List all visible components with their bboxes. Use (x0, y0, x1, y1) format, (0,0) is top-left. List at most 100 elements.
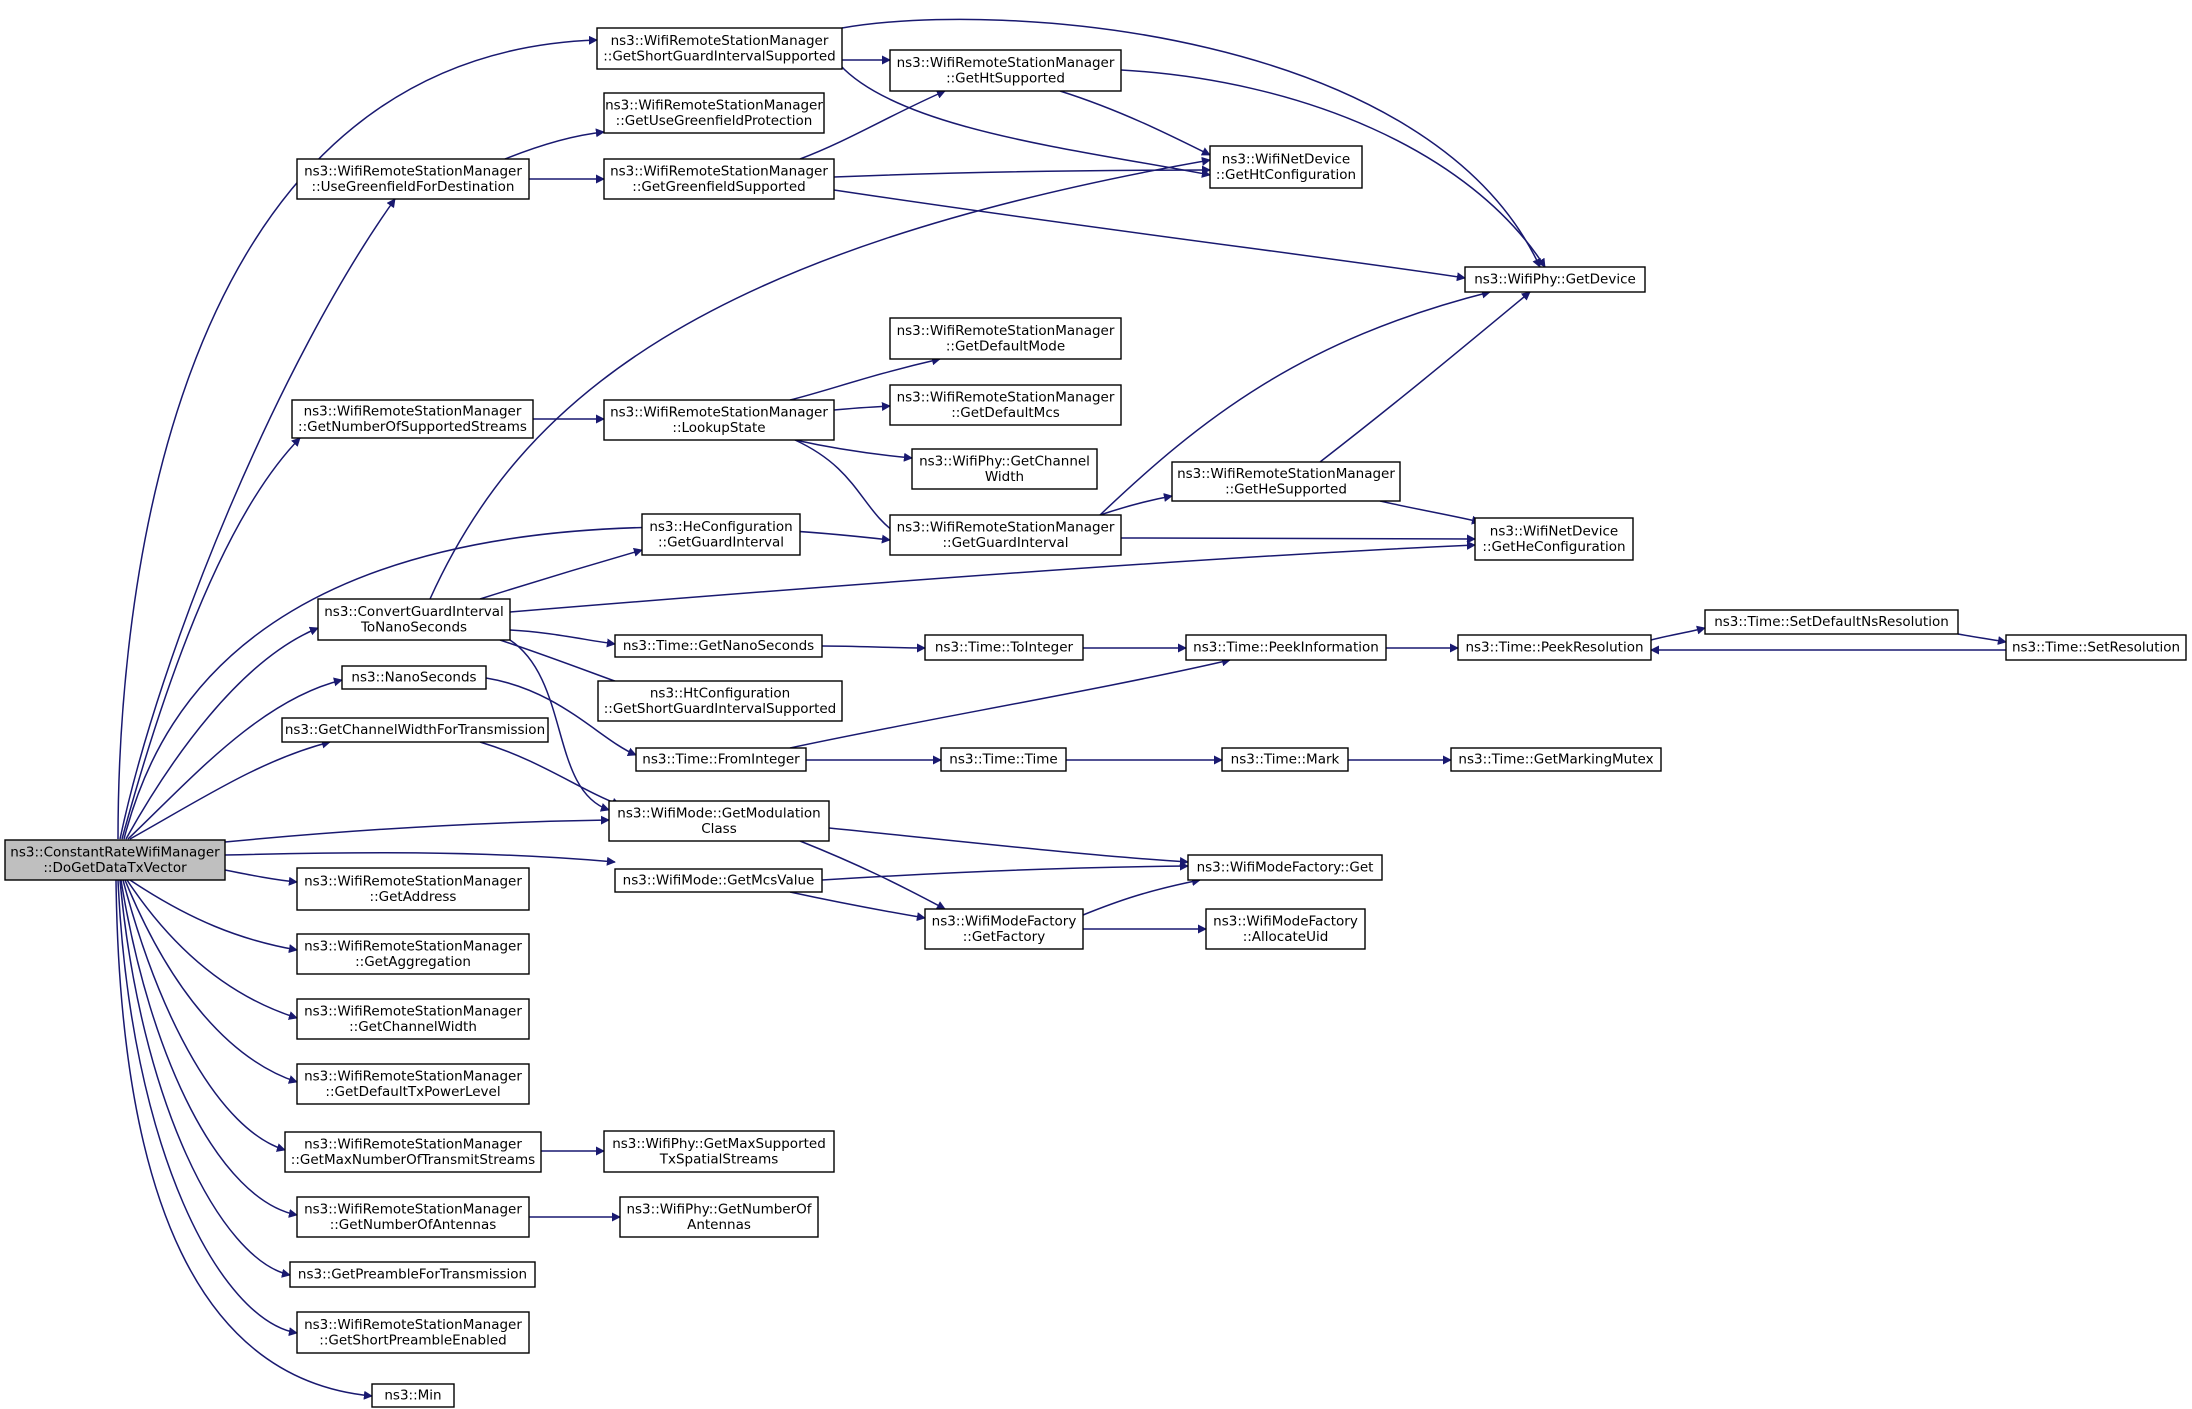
node-label: ns3::HeConfiguration (649, 519, 792, 535)
node-chw[interactable]: ns3::WifiPhy::GetChannelWidth (911, 448, 1098, 490)
node-label: ::GetHeConfiguration (1482, 539, 1625, 555)
node-defmcs[interactable]: ns3::WifiRemoteStationManager::GetDefaul… (889, 384, 1122, 426)
node-ugfd[interactable]: ns3::WifiRemoteStationManager::UseGreenf… (296, 158, 530, 200)
node-hesup[interactable]: ns3::WifiRemoteStationManager::GetHeSupp… (1171, 461, 1401, 502)
node-preamble[interactable]: ns3::GetPreambleForTransmission (289, 1261, 536, 1288)
node-label: ns3::Time::SetDefaultNsResolution (1714, 614, 1949, 630)
node-sgi[interactable]: ns3::WifiRemoteStationManager::GetShortG… (596, 27, 843, 70)
node-box (284, 1131, 542, 1173)
node-gfsup[interactable]: ns3::WifiRemoteStationManager::GetGreenf… (603, 158, 835, 200)
node-label: ns3::WifiRemoteStationManager (605, 97, 823, 113)
node-label: ns3::WifiRemoteStationManager (897, 55, 1115, 71)
node-box (619, 1196, 819, 1238)
node-mcsval[interactable]: ns3::WifiMode::GetMcsValue (614, 868, 823, 893)
node-phyant[interactable]: ns3::WifiPhy::GetNumberOfAntennas (619, 1196, 819, 1238)
node-box (1704, 609, 1959, 635)
edge-cgi-to-modcls (509, 639, 610, 812)
node-mfget[interactable]: ns3::WifiModeFactory::Get (1187, 854, 1383, 881)
node-box (281, 717, 549, 743)
node-box (371, 1383, 455, 1408)
node-lookup[interactable]: ns3::WifiRemoteStationManager::LookupSta… (603, 399, 835, 441)
edge-cgi-to-htconf (429, 156, 1211, 600)
node-label: ns3::GetChannelWidthForTransmission (285, 722, 545, 738)
node-box (889, 317, 1122, 360)
node-label: ToNanoSeconds (360, 619, 467, 635)
node-getfac[interactable]: ns3::WifiModeFactory::GetFactory (924, 908, 1084, 950)
node-min[interactable]: ns3::Min (371, 1383, 455, 1408)
node-ugp[interactable]: ns3::WifiRemoteStationManager::GetUseGre… (603, 92, 825, 134)
node-phymax[interactable]: ns3::WifiPhy::GetMaxSupportedTxSpatialSt… (603, 1130, 835, 1173)
node-nanos[interactable]: ns3::NanoSeconds (341, 665, 487, 690)
node-label: ns3::WifiRemoteStationManager (304, 1068, 522, 1084)
node-label: Width (985, 469, 1024, 485)
node-label: ns3::Time::PeekInformation (1193, 640, 1379, 656)
node-shortpre[interactable]: ns3::WifiRemoteStationManager::GetShortP… (296, 1311, 530, 1354)
node-mutex[interactable]: ns3::Time::GetMarkingMutex (1450, 747, 1662, 772)
node-fromint[interactable]: ns3::Time::FromInteger (635, 747, 807, 772)
node-htsup[interactable]: ns3::WifiRemoteStationManager::GetHtSupp… (889, 49, 1122, 92)
node-box (597, 680, 843, 722)
node-label: ::GetGuardInterval (658, 534, 784, 550)
node-label: ns3::ConstantRateWifiManager (10, 844, 220, 860)
node-setdef[interactable]: ns3::Time::SetDefaultNsResolution (1704, 609, 1959, 635)
node-setres[interactable]: ns3::Time::SetResolution (2005, 634, 2187, 661)
node-label: ns3::WifiPhy::GetChannel (919, 453, 1090, 469)
node-heguard[interactable]: ns3::HeConfiguration::GetGuardInterval (641, 513, 801, 556)
node-box (1221, 747, 1349, 772)
node-label: ns3::WifiRemoteStationManager (304, 1317, 522, 1333)
node-label: ::GetHtConfiguration (1216, 167, 1356, 183)
edge-cgi-to-heconf (509, 540, 1476, 613)
edge-guard-to-hesup (1099, 493, 1173, 516)
node-label: ns3::NanoSeconds (351, 670, 476, 686)
edge-cgi-to-heguard (479, 547, 643, 600)
node-label: ::DoGetDataTxVector (43, 860, 187, 876)
node-box (940, 747, 1067, 772)
node-label: ns3::HtConfiguration (650, 685, 790, 701)
node-label: ns3::Time::FromInteger (642, 752, 800, 768)
node-rchw[interactable]: ns3::WifiRemoteStationManager::GetChanne… (296, 998, 530, 1040)
node-peekinfo[interactable]: ns3::Time::PeekInformation (1185, 634, 1387, 661)
node-peekres[interactable]: ns3::Time::PeekResolution (1457, 634, 1652, 661)
node-toint[interactable]: ns3::Time::ToInteger (924, 634, 1084, 661)
node-box (911, 448, 1098, 490)
node-label: ::GetAggregation (355, 954, 471, 970)
node-label: ::GetHtSupported (946, 70, 1065, 86)
edge-root-to-chwtx (129, 739, 331, 840)
edge-mcsval-to-getfac (789, 891, 926, 922)
node-htconf[interactable]: ns3::WifiNetDevice::GetHtConfiguration (1209, 145, 1363, 189)
node-box (924, 634, 1084, 661)
node-htsgi[interactable]: ns3::HtConfiguration::GetShortGuardInter… (597, 680, 843, 722)
node-getns[interactable]: ns3::Time::GetNanoSeconds (614, 634, 823, 658)
node-defmode[interactable]: ns3::WifiRemoteStationManager::GetDefaul… (889, 317, 1122, 360)
node-addr[interactable]: ns3::WifiRemoteStationManager::GetAddres… (296, 867, 530, 911)
node-getdev[interactable]: ns3::WifiPhy::GetDevice (1464, 266, 1646, 293)
edge-setdef-to-setres (1957, 633, 2007, 645)
node-label: ns3::WifiMode::GetMcsValue (623, 873, 815, 889)
node-label: ::GetHeSupported (1225, 481, 1347, 497)
node-label: ns3::WifiRemoteStationManager (610, 404, 828, 420)
node-nant[interactable]: ns3::WifiRemoteStationManager::GetNumber… (296, 1196, 530, 1238)
node-time[interactable]: ns3::Time::Time (940, 747, 1067, 772)
node-maxnts[interactable]: ns3::WifiRemoteStationManager::GetMaxNum… (284, 1131, 542, 1173)
node-box (603, 158, 835, 200)
edge-lookup-to-defmode (789, 356, 941, 401)
edge-root-to-cgi (125, 626, 319, 840)
node-guard[interactable]: ns3::WifiRemoteStationManager::GetGuardI… (889, 514, 1122, 556)
edge-modcls-to-getfac (799, 840, 946, 910)
node-mark[interactable]: ns3::Time::Mark (1221, 747, 1349, 772)
node-box (596, 27, 843, 70)
node-aggr[interactable]: ns3::WifiRemoteStationManager::GetAggreg… (296, 933, 530, 975)
node-label: ns3::Time::Mark (1231, 752, 1340, 768)
edge-root-to-ugfd (119, 198, 396, 840)
node-box (641, 513, 801, 556)
node-deftx[interactable]: ns3::WifiRemoteStationManager::GetDefaul… (296, 1063, 530, 1105)
node-root[interactable]: ns3::ConstantRateWifiManager::DoGetDataT… (4, 839, 226, 881)
node-nss[interactable]: ns3::WifiRemoteStationManager::GetNumber… (291, 399, 534, 439)
node-chwtx[interactable]: ns3::GetChannelWidthForTransmission (281, 717, 549, 743)
node-alloc[interactable]: ns3::WifiModeFactory::AllocateUid (1205, 908, 1366, 950)
node-label: ::GetShortPreambleEnabled (319, 1332, 506, 1348)
node-heconf[interactable]: ns3::WifiNetDevice::GetHeConfiguration (1474, 517, 1634, 561)
node-label: ns3::ConvertGuardInterval (324, 604, 504, 620)
